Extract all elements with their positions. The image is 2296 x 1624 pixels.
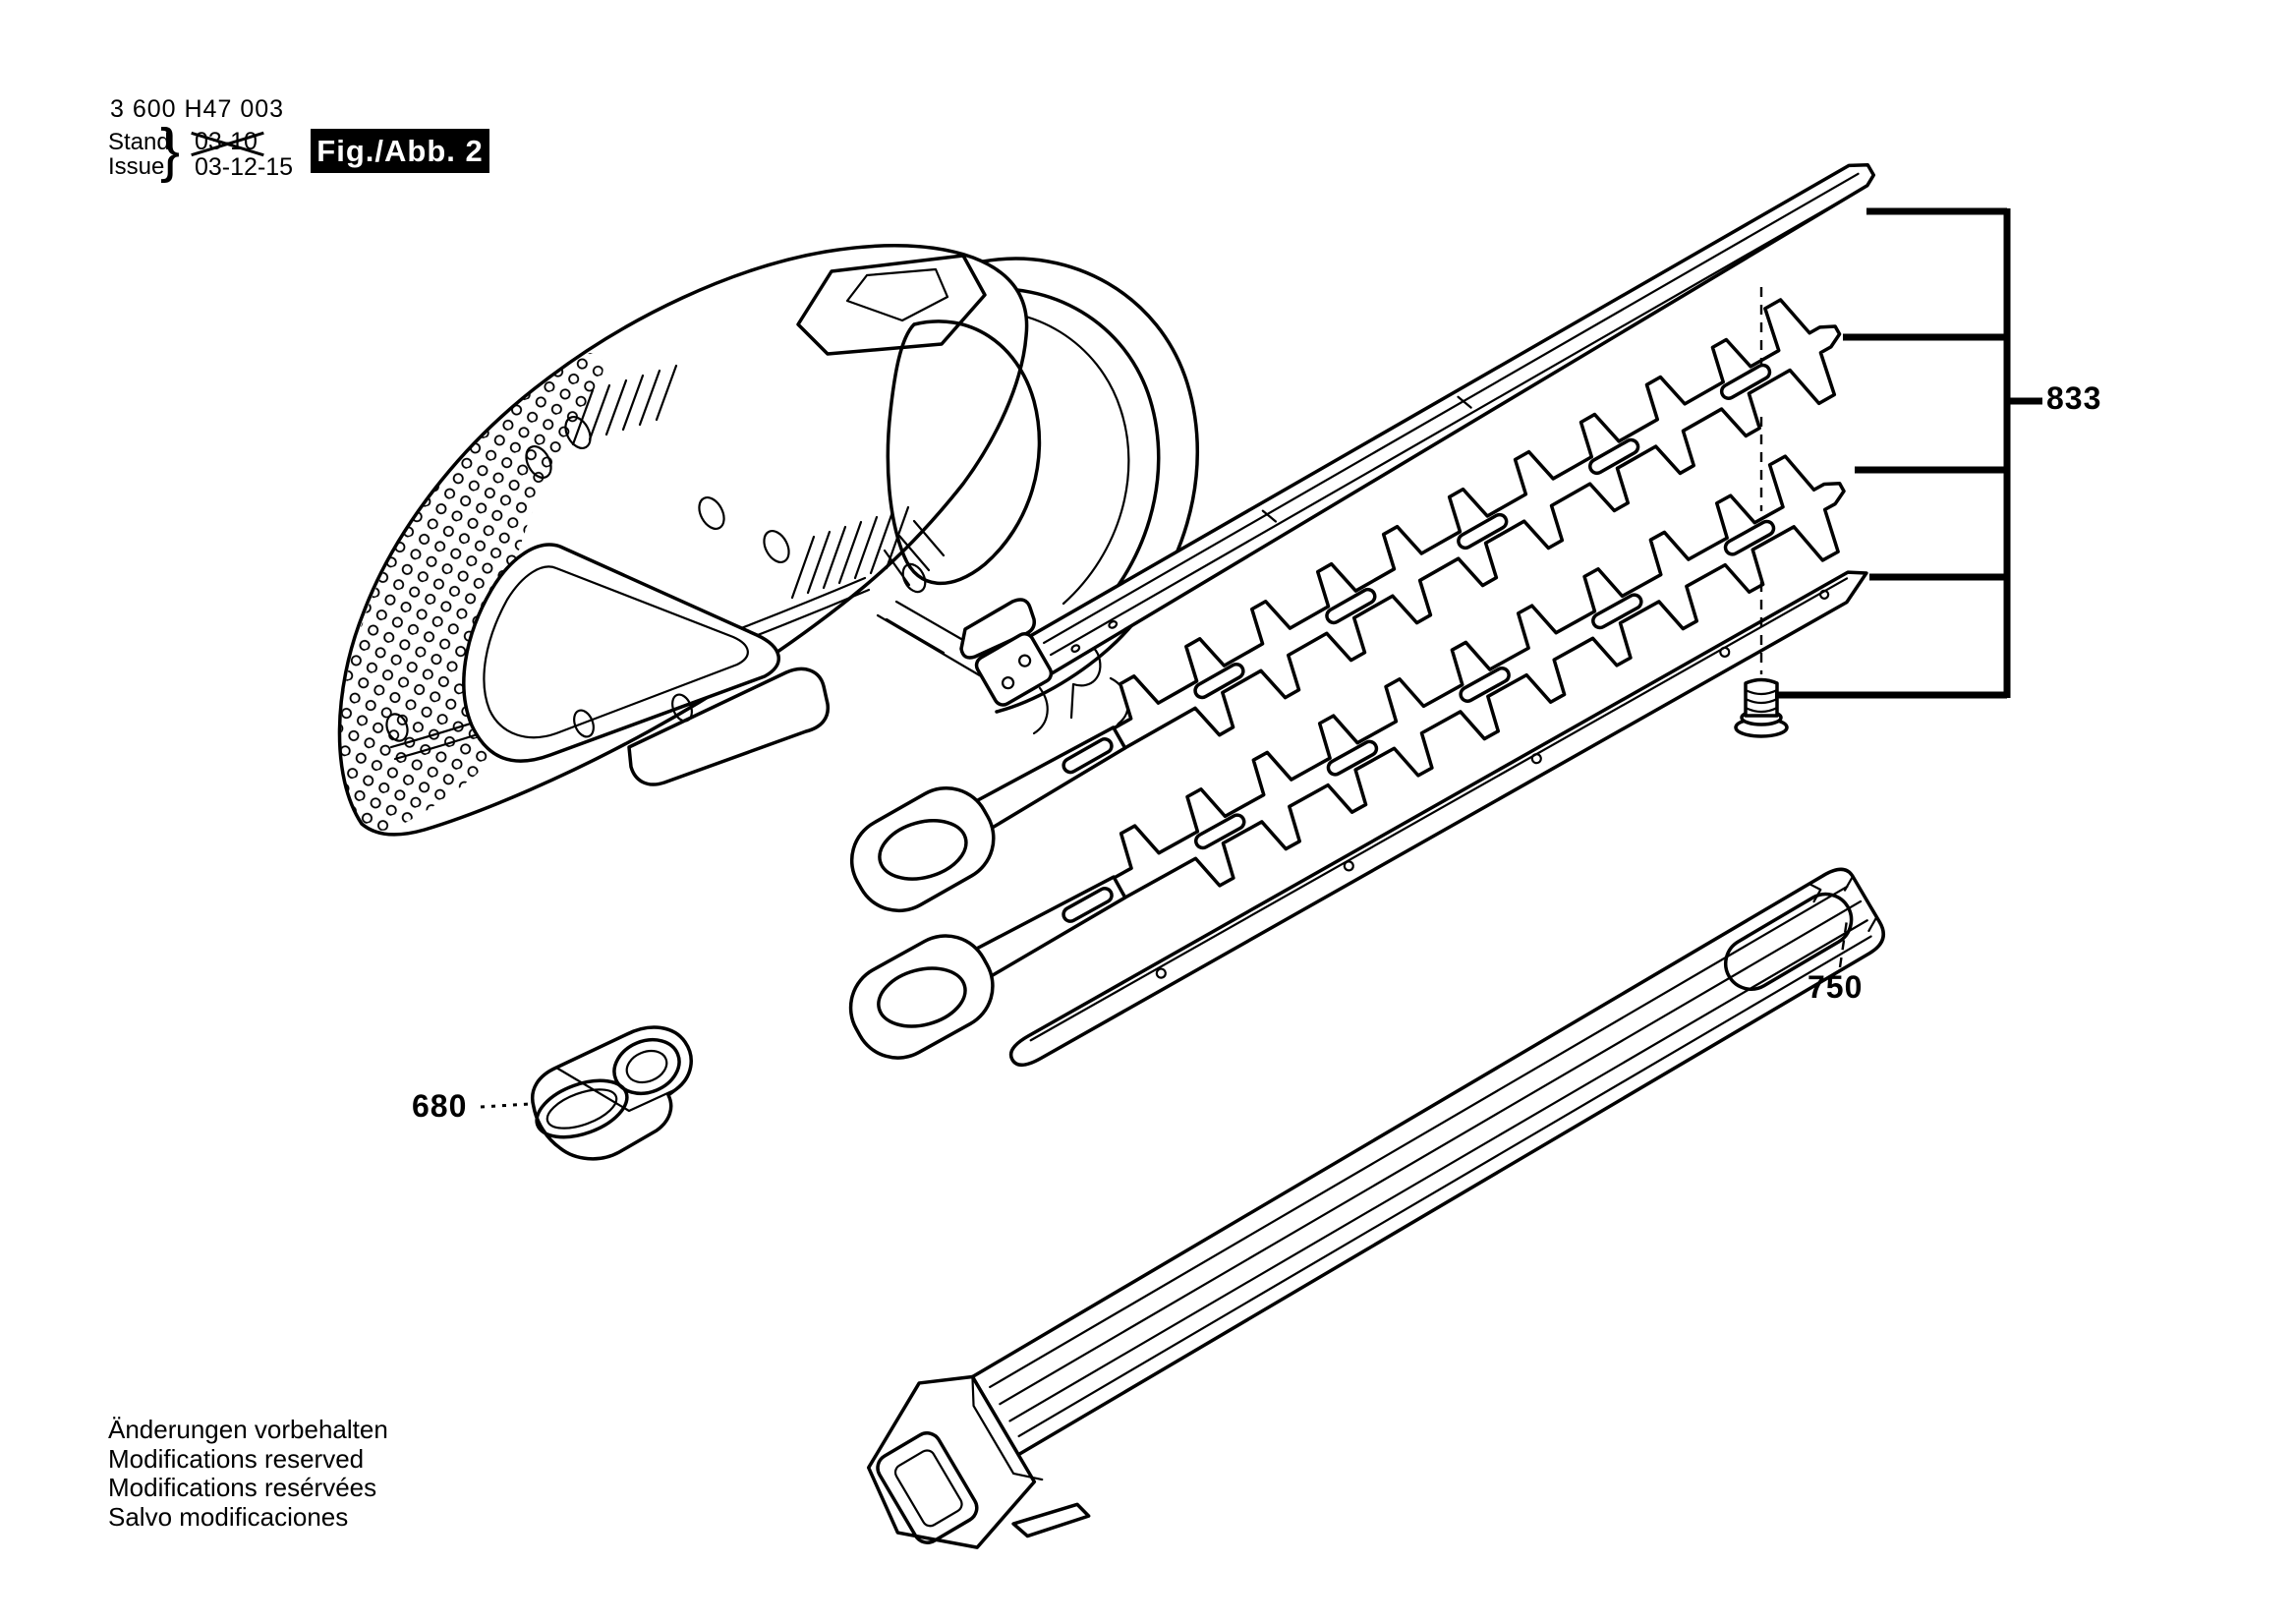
protector-ring-outer (612, 1037, 681, 1096)
protector-slot-inner (545, 1088, 618, 1130)
switch-button (845, 267, 949, 322)
grip-cutout-inner (483, 565, 749, 739)
notice-line-en: Modifications reserved (108, 1443, 365, 1474)
bracket-833 (1775, 207, 2042, 699)
grip-cutout (462, 543, 781, 763)
guard-foot-opening (876, 1431, 979, 1544)
trigger-line (1032, 686, 1049, 735)
housing-ovals (385, 416, 927, 742)
grip-dot-texture (341, 353, 603, 831)
cutter-blade-upper (849, 298, 1842, 913)
vent-slots-front (571, 364, 678, 446)
screw (1734, 677, 1789, 738)
blade-eyelet-hole (878, 819, 968, 881)
issue-label: Issue (108, 153, 165, 180)
guard-tip-slot (1724, 892, 1854, 991)
body-to-blade-leader (876, 613, 985, 679)
issue-date: 03-12-15 (195, 153, 294, 181)
blade-mount-line-1 (894, 600, 963, 641)
type-number: 3 600 H47 003 (110, 95, 285, 123)
leader-750 (1838, 919, 1849, 968)
blade-slots (1062, 363, 1772, 775)
switch-recess (796, 254, 987, 356)
callout-750-blade-guard: 750 (1808, 969, 1864, 1005)
handle-opening (886, 319, 1042, 586)
notice-line-de: Änderungen vorbehalten (108, 1415, 388, 1444)
cutter-blade-lower (848, 454, 1846, 1060)
figure-badge: Fig./Abb. 2 (311, 129, 489, 173)
blade-eyelet-hole (877, 966, 967, 1028)
rail-end-cap (974, 632, 1054, 707)
callout-680-tip-protector: 680 (412, 1088, 468, 1124)
vent-louvers (883, 519, 946, 587)
blade-teeth-strip (967, 454, 1846, 981)
guard-foot-tab (1011, 1502, 1091, 1538)
blade-mount-line-2 (885, 617, 946, 655)
blade-teeth-strip (968, 298, 1842, 834)
callout-lines (480, 207, 2042, 1109)
bail-handle-edge (967, 310, 1130, 606)
revision-brace: } (160, 116, 181, 184)
blade-support-rail (974, 162, 1876, 707)
notice-line-fr: Modifications resérvées (108, 1473, 377, 1502)
blade-bottom-bar (1008, 570, 1868, 1068)
trimmer-body (337, 244, 1199, 837)
guard-notch (1808, 882, 1822, 903)
callout-833-blade-set: 833 (2046, 380, 2102, 416)
leader-680 (480, 1102, 531, 1109)
superseded-date: 03-10 (195, 128, 258, 156)
protector-ring-inner (625, 1049, 668, 1084)
tip-protector (531, 1025, 693, 1161)
protector-slot-outer (535, 1078, 629, 1139)
modifications-notice: Änderungen vorbehalten Modifications res… (108, 1415, 388, 1532)
superseded-date-text: 03-10 (195, 128, 258, 155)
blade-slots (1062, 519, 1776, 923)
bail-handle-outer (981, 257, 1199, 714)
lock-button (959, 598, 1036, 660)
access-panel (627, 667, 831, 786)
notice-line-es: Salvo modificaciones (108, 1501, 349, 1532)
stand-label: Stand (108, 129, 170, 155)
blade-guard (866, 867, 1885, 1549)
